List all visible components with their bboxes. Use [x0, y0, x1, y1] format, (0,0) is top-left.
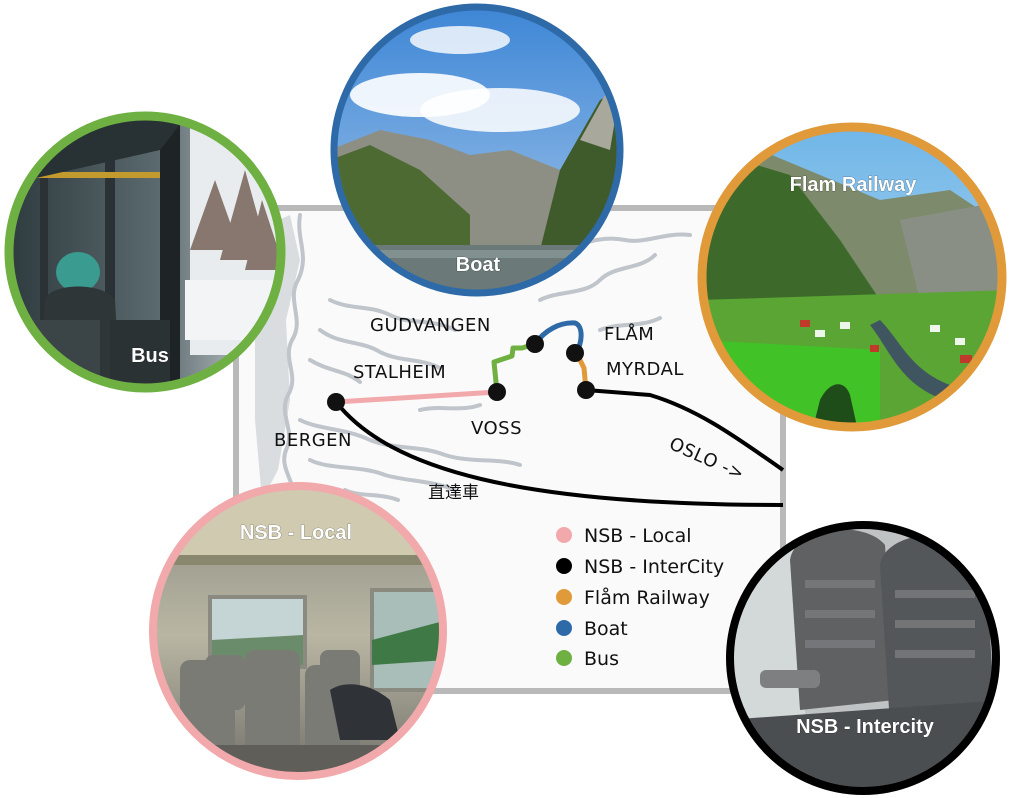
label-flam: FLÅM	[604, 323, 654, 345]
photo-nsb-intercity: NSB - Intercity	[726, 521, 1000, 795]
photo-border	[726, 521, 1000, 795]
station-flam	[566, 344, 584, 362]
route-nsb-local	[335, 389, 498, 405]
photo-label: NSB - Local	[240, 522, 352, 544]
photo-label: Flam Railway	[790, 174, 918, 196]
legend-swatch	[556, 527, 572, 543]
legend-swatch	[556, 558, 572, 574]
photo-label: Bus	[131, 345, 169, 367]
route-bus	[491, 341, 536, 393]
legend-label: Flåm Railway	[584, 586, 710, 609]
photo-label: NSB - Intercity	[796, 716, 935, 738]
label-gudvangen: GUDVANGEN	[370, 315, 491, 336]
legend: NSB - Local NSB - InterCity Flåm Railway…	[556, 525, 724, 670]
legend-label: Boat	[584, 618, 628, 640]
photo-flam-railway: Flam Railway	[697, 122, 1007, 432]
route-nsb-intercity-direct	[334, 400, 784, 507]
route-nsb-intercity-oslo	[585, 388, 785, 472]
legend-swatch	[556, 650, 572, 666]
station-myrdal	[577, 381, 595, 399]
station-voss	[488, 383, 506, 401]
station-bergen	[327, 393, 345, 411]
label-myrdal: MYRDAL	[606, 359, 684, 380]
photo-label: Boat	[456, 254, 501, 276]
label-voss: VOSS	[471, 418, 522, 439]
route-boat	[532, 320, 584, 354]
photo-border	[330, 3, 624, 297]
legend-label: NSB - Local	[584, 525, 692, 547]
photo-border	[149, 482, 447, 780]
photo-border	[697, 122, 1007, 432]
photo-boat: Boat	[330, 3, 624, 297]
legend-swatch	[556, 620, 572, 636]
legend-item-flam-railway: Flåm Railway	[556, 586, 710, 609]
legend-item-nsb-intercity: NSB - InterCity	[556, 556, 724, 578]
legend-swatch	[556, 589, 572, 605]
label-bergen: BERGEN	[274, 430, 352, 451]
station-gudvangen	[526, 335, 544, 353]
photo-nsb-local: NSB - Local	[149, 482, 447, 780]
label-stalheim: STALHEIM	[353, 362, 446, 383]
legend-item-bus: Bus	[556, 648, 619, 670]
photo-border	[4, 111, 286, 393]
photo-bus: Bus	[4, 111, 286, 393]
label-direct-train: 直達車	[428, 483, 479, 503]
legend-item-nsb-local: NSB - Local	[556, 525, 692, 547]
legend-label: NSB - InterCity	[584, 556, 724, 578]
legend-label: Bus	[584, 648, 619, 670]
legend-item-boat: Boat	[556, 618, 628, 640]
